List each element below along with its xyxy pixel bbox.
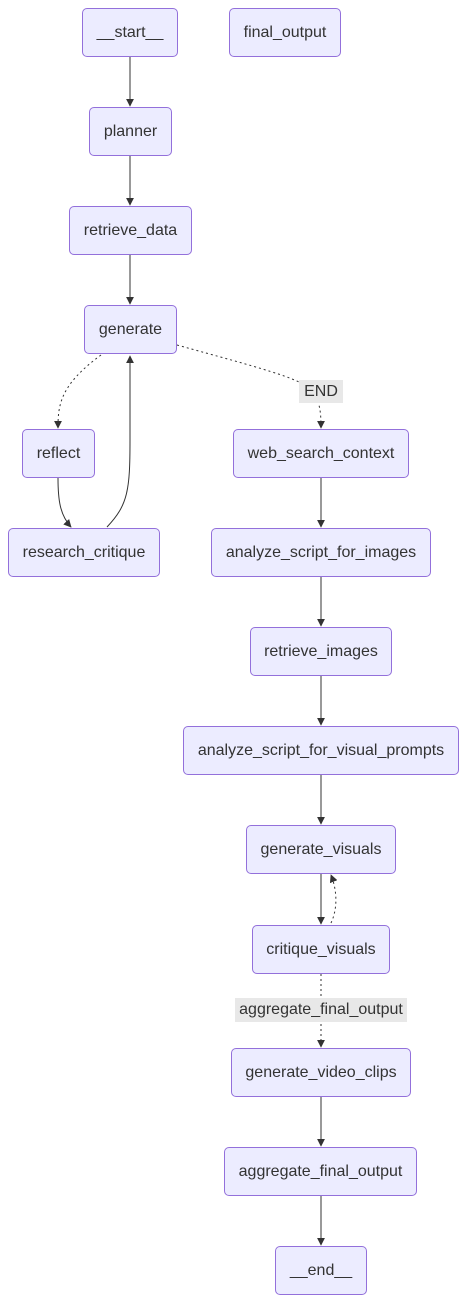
node-final-output: final_output (229, 8, 341, 57)
node-critique-visuals: critique_visuals (252, 925, 390, 974)
edge-label-end: END (299, 380, 343, 403)
node-generate-visuals: generate_visuals (246, 825, 396, 874)
node-web-search-context: web_search_context (233, 429, 409, 478)
edge-label-aggregate-final-output: aggregate_final_output (235, 998, 407, 1022)
node-retrieve-images: retrieve_images (250, 627, 392, 676)
node-start: __start__ (82, 8, 178, 57)
node-analyze-script-for-visual-prompts: analyze_script_for_visual_prompts (183, 726, 459, 775)
node-generate: generate (84, 305, 177, 354)
node-research-critique: research_critique (8, 528, 160, 577)
node-aggregate-final-output: aggregate_final_output (224, 1147, 417, 1196)
node-end: __end__ (275, 1246, 367, 1295)
edge-generate-reflect (54, 354, 102, 429)
node-analyze-script-for-images: analyze_script_for_images (211, 528, 431, 577)
edge-generate-web-search-context (176, 344, 325, 429)
node-retrieve-data: retrieve_data (69, 206, 192, 255)
node-generate-video-clips: generate_video_clips (231, 1048, 411, 1097)
node-planner: planner (89, 107, 172, 156)
edge-critique-visuals-generate-visuals (329, 874, 338, 924)
edge-reflect-research-critique (57, 477, 72, 528)
node-reflect: reflect (22, 429, 95, 478)
edge-research-critique-generate (106, 355, 134, 528)
